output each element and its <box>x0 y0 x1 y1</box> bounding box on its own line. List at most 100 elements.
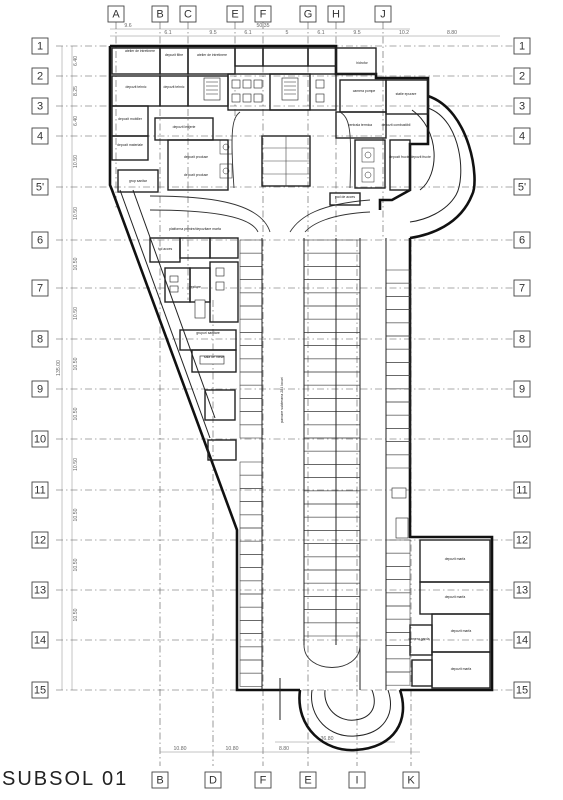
room-label: depozit tehnic <box>164 85 185 89</box>
dimension-label: 6.1 <box>317 30 324 36</box>
row-bubble-right: 10 <box>513 430 531 448</box>
parking-stall <box>335 464 361 478</box>
svg-text:4: 4 <box>37 130 43 142</box>
parking-stall <box>303 503 337 518</box>
svg-text:10: 10 <box>516 433 528 445</box>
parking-stall <box>239 646 263 661</box>
parking-stall <box>303 384 337 399</box>
axis-bubble-e-bottom: E <box>299 771 317 789</box>
bottom-spiral-ramp <box>279 678 405 752</box>
parking-stall <box>385 658 411 673</box>
parking-stall <box>335 516 361 531</box>
svg-text:K: K <box>407 774 415 786</box>
left-service-strip <box>149 237 239 461</box>
dimension-label: 10.50 <box>73 357 79 370</box>
parking-stall <box>385 428 411 442</box>
axis-bubble-a: A <box>107 5 125 23</box>
room-label: atelier de intretinere <box>197 53 227 57</box>
parking-stall <box>239 659 263 674</box>
parking-stall <box>335 345 361 360</box>
room-label: atelier de intretinere <box>125 49 155 53</box>
axis-bubble-c: C <box>179 5 197 23</box>
building-outline <box>108 44 494 692</box>
room-label: depozit marfa <box>445 557 466 561</box>
svg-text:3: 3 <box>519 100 525 112</box>
parking-stall <box>335 424 361 439</box>
svg-text:15: 15 <box>516 684 528 696</box>
svg-text:36.80: 36.80 <box>321 736 334 742</box>
parking-stall <box>385 592 411 607</box>
axis-bubble-f-bottom: F <box>254 771 272 789</box>
dimension-label: 10.50 <box>73 508 79 521</box>
dimension-label: 5 <box>286 30 289 36</box>
entry-ramp <box>149 111 371 233</box>
parking-stall <box>239 593 263 608</box>
dimension-label: 10.50 <box>73 155 79 168</box>
parking-stall <box>303 516 337 531</box>
dimension-label: 10.50 <box>73 608 79 621</box>
dimension-label: 10.50 <box>73 458 79 471</box>
parking-stall <box>335 252 361 267</box>
dimension-label: 9.6 <box>124 23 131 29</box>
top-axis-bubbles: A B C E F G H J <box>107 5 392 23</box>
parking-stall <box>385 552 411 567</box>
parking-stall <box>335 398 361 412</box>
room-label: pod de acces <box>335 195 355 199</box>
room-label: depozit fructe depozit fructe <box>389 155 431 159</box>
parking-stall <box>385 296 411 310</box>
row-bubble-right: 9 <box>513 380 531 398</box>
parking-stall <box>385 566 411 580</box>
accessible-symbols <box>219 139 375 183</box>
dimension-label: 10.2 <box>399 30 409 36</box>
svg-text:B: B <box>156 8 163 20</box>
row-bubble-right: 3 <box>513 97 531 115</box>
svg-text:14: 14 <box>34 634 46 646</box>
svg-text:8.80: 8.80 <box>279 746 289 752</box>
svg-text:E: E <box>231 8 238 20</box>
room-label: platforma primire/depozitare marfa <box>169 227 221 231</box>
parking-stall <box>303 411 337 426</box>
svg-text:12: 12 <box>34 534 46 546</box>
parking-stall <box>303 292 337 307</box>
dimension-label: 10.50 <box>73 257 79 270</box>
vertical-gridlines <box>115 22 412 766</box>
axis-bubble-h: H <box>327 5 345 23</box>
parking-stall <box>335 609 361 624</box>
room-label: depozit marfa <box>451 629 472 633</box>
svg-text:10.80: 10.80 <box>226 746 239 752</box>
parking-stall <box>335 266 361 280</box>
svg-text:1: 1 <box>519 40 525 52</box>
parking-stall <box>335 596 361 610</box>
dimension-label: 8.80 <box>447 30 457 36</box>
parking-stall <box>385 414 411 429</box>
svg-text:8: 8 <box>37 333 43 345</box>
parking-stall <box>385 309 411 324</box>
row-bubble-left: 3 <box>31 97 49 115</box>
parking-stall <box>303 239 337 254</box>
parking-stall <box>335 384 361 399</box>
parking-stall <box>335 437 361 452</box>
parking-stall <box>385 388 411 403</box>
parking-stall <box>303 609 337 624</box>
parking-stall <box>385 401 411 416</box>
parking-stall <box>239 672 263 687</box>
room-label: hol acces <box>158 247 173 251</box>
plan-title: SUBSOL 01 <box>2 768 129 790</box>
room-label: depozit mobilier <box>118 117 143 121</box>
parking-stall <box>239 567 263 582</box>
room-label: depozit tehnic <box>126 85 147 89</box>
row-bubble-left: 13 <box>31 581 49 599</box>
parking-stall <box>335 569 361 584</box>
dimension-label: 8.25 <box>73 86 79 96</box>
bottom-dimension-chain: 10.80 10.80 8.80 36.80 <box>160 736 420 753</box>
svg-text:9: 9 <box>519 383 525 395</box>
parking-stall <box>303 398 337 412</box>
parking-note: parcare subterana 284 locuri <box>280 377 284 423</box>
parking-stall <box>239 252 263 267</box>
parking-stall <box>239 305 263 320</box>
dimension-label: 6.40 <box>73 116 79 126</box>
row-bubble-right: 8 <box>513 330 531 348</box>
room-label: depozit materiale <box>117 143 143 147</box>
parking-stall <box>385 282 411 297</box>
parking-stall <box>335 503 361 518</box>
